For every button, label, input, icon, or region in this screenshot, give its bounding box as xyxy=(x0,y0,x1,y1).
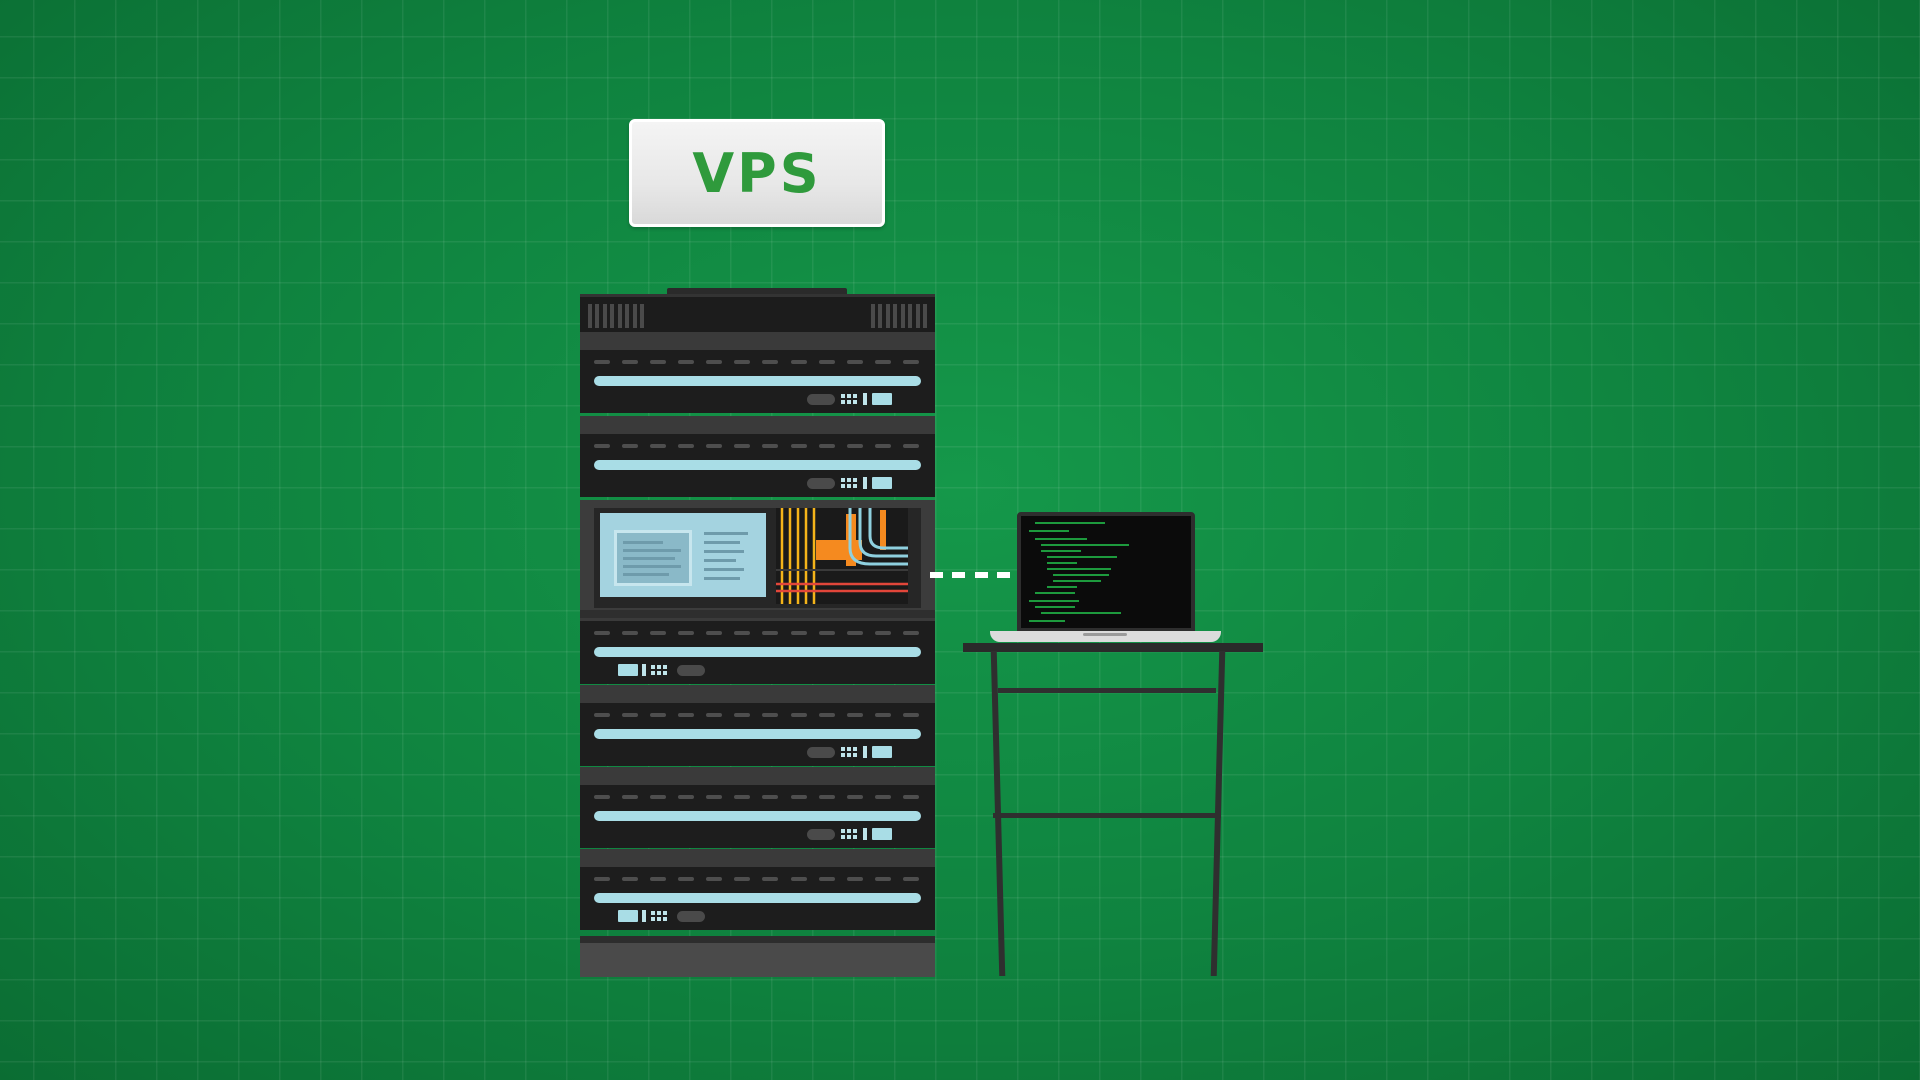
vps-label: VPS xyxy=(692,141,822,205)
server-unit xyxy=(580,621,935,684)
server-status-light xyxy=(594,647,921,657)
server-unit xyxy=(580,350,935,413)
dashed-connection-icon xyxy=(930,572,1010,578)
rack-top xyxy=(580,294,935,335)
vent-right xyxy=(871,304,927,328)
rack-base-top xyxy=(580,936,935,944)
vent-left xyxy=(588,304,644,328)
server-status-light xyxy=(594,811,921,821)
laptop-base xyxy=(990,631,1221,642)
unit-gap xyxy=(580,416,935,435)
window-card xyxy=(614,530,692,586)
circuit-board-icon xyxy=(776,508,908,604)
server-unit xyxy=(580,703,935,766)
server-status-light xyxy=(594,729,921,739)
laptop-notch xyxy=(1083,633,1127,636)
unit-gap xyxy=(580,767,935,786)
unit-gap xyxy=(580,332,935,351)
desk-rail-bottom xyxy=(993,813,1221,818)
server-status-light xyxy=(594,460,921,470)
desk-top xyxy=(963,643,1263,652)
unit-gap xyxy=(580,849,935,868)
open-server-module xyxy=(580,500,935,618)
module-interior xyxy=(594,508,921,608)
server-unit xyxy=(580,867,935,930)
server-status-light xyxy=(594,376,921,386)
laptop-screen xyxy=(1017,512,1195,632)
server-unit xyxy=(580,434,935,497)
server-unit xyxy=(580,785,935,848)
browser-window-icon xyxy=(600,513,766,597)
rack-base xyxy=(580,943,935,977)
server-status-light xyxy=(594,893,921,903)
rack-top-lip xyxy=(667,288,847,296)
unit-gap xyxy=(580,685,935,704)
desk-rail-top xyxy=(998,688,1216,693)
vps-sign: VPS xyxy=(629,119,885,227)
